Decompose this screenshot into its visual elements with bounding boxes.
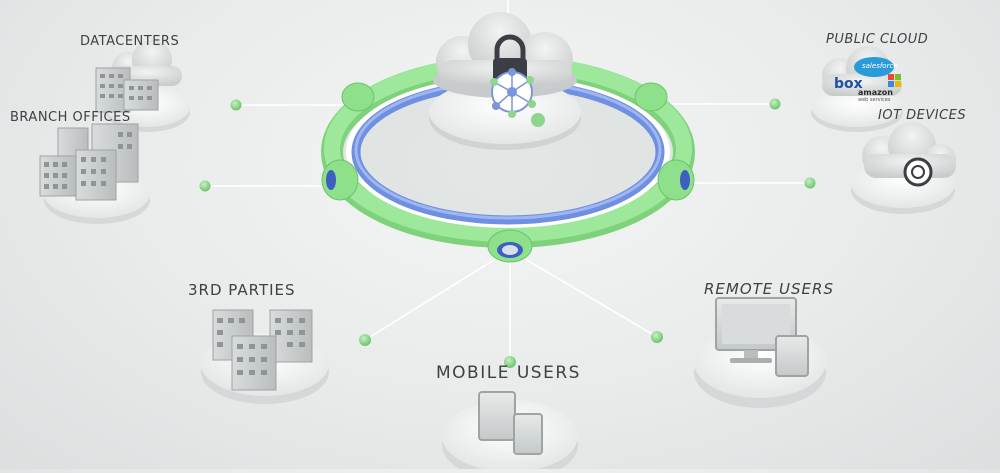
salesforce-logo-text: salesforce xyxy=(862,62,898,70)
iot-devices-platform xyxy=(851,122,956,214)
connection-lines xyxy=(205,0,810,362)
node-remote-users xyxy=(651,331,663,343)
label-third-parties: 3RD PARTIES xyxy=(188,281,296,299)
datacenters-platform xyxy=(95,40,190,132)
tablet-icon xyxy=(775,335,809,377)
amazon-logo-text: amazon xyxy=(858,88,893,97)
public-cloud-platform xyxy=(811,46,903,132)
label-datacenters: DATACENTERS xyxy=(80,34,180,49)
label-branch-offices: BRANCH OFFICES xyxy=(10,110,131,125)
node-iot-devices xyxy=(804,177,816,189)
line-remote-users xyxy=(509,249,658,338)
datacenter-building-icon xyxy=(95,67,159,113)
ring-pod-left-top xyxy=(341,82,375,112)
label-mobile-users: MOBILE USERS xyxy=(436,363,581,383)
thermostat-icon xyxy=(903,157,933,187)
amazon-sub-text: web services xyxy=(858,97,891,103)
ring-pod-right-top xyxy=(634,82,668,112)
node-third-parties xyxy=(359,334,371,346)
third-parties-platform xyxy=(201,309,329,404)
label-iot-devices: IOT DEVICES xyxy=(878,108,967,123)
node-public-cloud xyxy=(769,98,781,110)
branch-offices-platform xyxy=(39,123,150,224)
label-remote-users: REMOTE USERS xyxy=(704,280,834,298)
remote-users-platform xyxy=(694,297,826,408)
third-party-building-icon xyxy=(212,309,313,391)
ring-connectors xyxy=(321,82,695,263)
mobile-users-platform xyxy=(442,391,578,473)
network-hub-icon xyxy=(490,68,545,127)
node-branch-offices xyxy=(199,180,211,192)
iot-cloud-icon xyxy=(862,122,956,178)
smartphone-icon xyxy=(513,413,543,455)
public-cloud-icon xyxy=(822,46,902,96)
node-datacenters xyxy=(230,99,242,111)
endpoint-nodes xyxy=(199,98,816,368)
box-logo-text: box xyxy=(834,76,863,92)
line-third-parties xyxy=(364,249,511,341)
windows-logo-icon xyxy=(888,74,901,87)
salesforce-logo-icon xyxy=(854,57,894,77)
node-mobile-users xyxy=(504,356,516,368)
mobile-tablet-icon xyxy=(478,391,516,441)
office-building-icon xyxy=(39,123,139,201)
label-public-cloud: PUBLIC CLOUD xyxy=(826,32,929,47)
center-platform xyxy=(429,12,581,150)
